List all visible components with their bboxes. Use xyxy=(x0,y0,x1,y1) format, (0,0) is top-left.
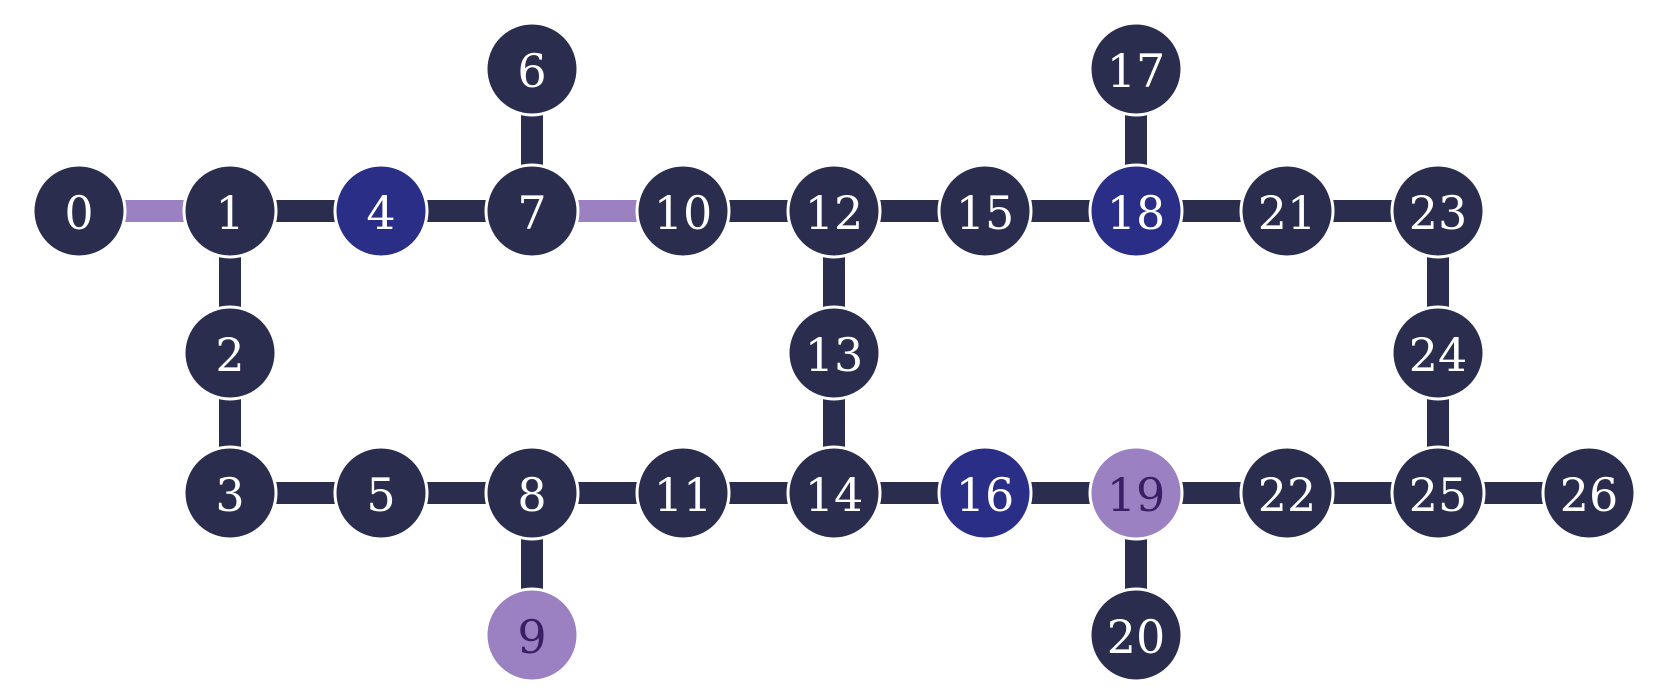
node-16: 16 xyxy=(937,445,1033,541)
node-label: 13 xyxy=(805,328,864,382)
node-1: 1 xyxy=(182,163,278,259)
node-9: 9 xyxy=(484,587,580,683)
node-label: 14 xyxy=(805,468,864,522)
node-circle xyxy=(1239,445,1335,541)
node-label: 21 xyxy=(1258,186,1317,240)
node-circle xyxy=(937,163,1033,259)
node-24: 24 xyxy=(1390,305,1486,401)
node-circle xyxy=(1088,587,1184,683)
node-circle xyxy=(182,445,278,541)
node-label: 5 xyxy=(366,468,395,522)
node-4: 4 xyxy=(333,163,429,259)
node-13: 13 xyxy=(786,305,882,401)
node-8: 8 xyxy=(484,445,580,541)
node-label: 26 xyxy=(1560,468,1619,522)
node-label: 18 xyxy=(1107,186,1166,240)
node-25: 25 xyxy=(1390,445,1486,541)
node-label: 16 xyxy=(956,468,1015,522)
node-7: 7 xyxy=(484,163,580,259)
node-circle xyxy=(1390,163,1486,259)
node-circle xyxy=(484,445,580,541)
node-circle xyxy=(786,305,882,401)
node-26: 26 xyxy=(1541,445,1637,541)
node-label: 24 xyxy=(1409,328,1468,382)
node-label: 10 xyxy=(654,186,713,240)
node-18: 18 xyxy=(1088,163,1184,259)
node-label: 4 xyxy=(366,186,395,240)
node-label: 20 xyxy=(1107,610,1166,664)
node-17: 17 xyxy=(1088,21,1184,117)
node-circle xyxy=(182,163,278,259)
node-label: 23 xyxy=(1409,186,1468,240)
node-circle xyxy=(937,445,1033,541)
node-label: 12 xyxy=(805,186,864,240)
node-circle xyxy=(484,21,580,117)
node-circle xyxy=(484,163,580,259)
node-circle xyxy=(1541,445,1637,541)
node-15: 15 xyxy=(937,163,1033,259)
node-label: 6 xyxy=(517,44,546,98)
node-circle xyxy=(333,445,429,541)
node-label: 7 xyxy=(517,186,546,240)
node-label: 0 xyxy=(64,186,93,240)
node-label: 3 xyxy=(215,468,244,522)
node-0: 0 xyxy=(31,163,127,259)
node-2: 2 xyxy=(182,305,278,401)
node-circle xyxy=(1088,163,1184,259)
node-circle xyxy=(31,163,127,259)
node-circle xyxy=(1239,163,1335,259)
node-label: 22 xyxy=(1258,468,1317,522)
node-circle xyxy=(786,445,882,541)
node-circle xyxy=(1390,305,1486,401)
node-23: 23 xyxy=(1390,163,1486,259)
node-circle xyxy=(635,445,731,541)
node-label: 1 xyxy=(215,186,244,240)
node-circle xyxy=(182,305,278,401)
node-10: 10 xyxy=(635,163,731,259)
node-label: 2 xyxy=(215,328,244,382)
node-circle xyxy=(1088,445,1184,541)
node-circle xyxy=(1390,445,1486,541)
node-12: 12 xyxy=(786,163,882,259)
node-3: 3 xyxy=(182,445,278,541)
node-label: 17 xyxy=(1107,44,1166,98)
node-label: 8 xyxy=(517,468,546,522)
node-circle xyxy=(333,163,429,259)
node-14: 14 xyxy=(786,445,882,541)
node-circle xyxy=(635,163,731,259)
node-6: 6 xyxy=(484,21,580,117)
node-label: 11 xyxy=(654,468,713,522)
node-label: 9 xyxy=(517,610,546,664)
node-circle xyxy=(786,163,882,259)
node-label: 25 xyxy=(1409,468,1468,522)
node-21: 21 xyxy=(1239,163,1335,259)
node-20: 20 xyxy=(1088,587,1184,683)
node-5: 5 xyxy=(333,445,429,541)
node-label: 15 xyxy=(956,186,1015,240)
node-circle xyxy=(484,587,580,683)
node-22: 22 xyxy=(1239,445,1335,541)
node-circle xyxy=(1088,21,1184,117)
node-19: 19 xyxy=(1088,445,1184,541)
node-label: 19 xyxy=(1107,468,1166,522)
node-11: 11 xyxy=(635,445,731,541)
